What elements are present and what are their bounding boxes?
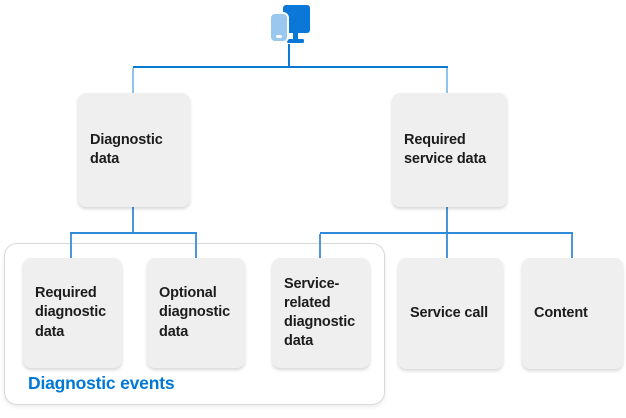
node-label: Diagnostic data <box>90 131 163 167</box>
connector-drop-required-service-data <box>446 68 448 93</box>
monitor-and-phone-icon <box>262 3 318 47</box>
connector-top-horizontal <box>133 66 448 68</box>
node-label: Optional diagnostic data <box>159 285 231 340</box>
connector-right-horizontal <box>320 232 573 234</box>
node-label: Required diagnostic data <box>35 285 107 340</box>
connector-drop-service-related <box>319 234 321 259</box>
connector-drop-content <box>571 234 573 258</box>
node-service-call: Service call <box>398 258 503 369</box>
node-label: Content <box>534 304 588 321</box>
connector-drop-service-call <box>446 234 448 258</box>
connector-stem-required-service-data <box>446 207 448 233</box>
node-label: Service call <box>410 304 489 321</box>
connector-left-horizontal <box>70 232 197 234</box>
monitor-stand-stem <box>293 33 298 41</box>
node-diagnostic-data: Diagnostic data <box>78 93 190 207</box>
node-service-related-diagnostic-data: Service-related diagnostic data <box>272 258 370 368</box>
connector-stem-diagnostic-data <box>132 207 134 233</box>
connector-drop-diagnostic-data <box>132 68 134 93</box>
node-label: Service-related diagnostic data <box>284 275 356 350</box>
monitor-stand-base <box>287 39 304 43</box>
node-optional-diagnostic-data: Optional diagnostic data <box>147 258 245 368</box>
diagnostic-events-group-label: Diagnostic events <box>28 373 175 393</box>
connector-drop-optional-diagnostic-data <box>195 234 197 259</box>
phone-home-button <box>276 35 282 38</box>
node-content: Content <box>522 258 623 369</box>
connector-root-stem <box>288 44 290 68</box>
phone-shape <box>269 12 289 43</box>
node-required-diagnostic-data: Required diagnostic data <box>23 258 122 368</box>
connector-drop-required-diagnostic-data <box>70 234 72 259</box>
node-label: Required service data <box>404 131 487 167</box>
node-required-service-data: Required service data <box>392 93 507 207</box>
